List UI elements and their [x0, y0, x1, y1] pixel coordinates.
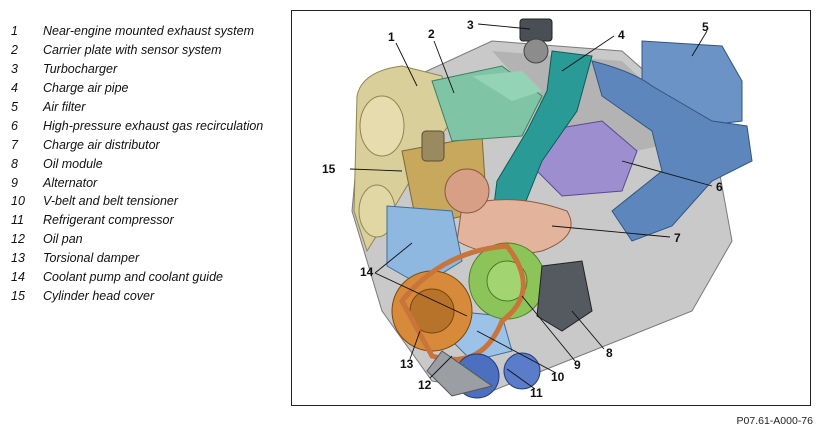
callout-8: 8: [606, 346, 613, 360]
turbocharger-part: [519, 18, 553, 64]
callout-7: 7: [674, 231, 681, 245]
figure-reference: P07.61-A000-76: [736, 415, 813, 427]
leader-lines: [349, 23, 713, 390]
engine-illustration-frame: 1 2 3 4 5 6 7 8 9 10 11 12 13 14 14 15: [291, 10, 811, 406]
engine-illustration: 1 2 3 4 5 6 7 8 9 10 11 12 13 14 14 15: [322, 18, 753, 400]
alternator-part: [468, 242, 546, 320]
callout-13: 13: [400, 357, 414, 371]
air-filter-part: [591, 40, 753, 242]
callout-5: 5: [702, 20, 709, 34]
callout-12: 12: [418, 378, 432, 392]
callout-labels: 1 2 3 4 5 6 7 8 9 10 11 12 13 14 14 15: [322, 18, 723, 400]
torsional-damper-part: [391, 270, 473, 352]
callout-11: 11: [530, 386, 543, 400]
callout-10: 10: [551, 370, 565, 384]
callout-15: 15: [322, 162, 336, 176]
oil-module-part: [536, 260, 593, 332]
callout-3: 3: [467, 18, 474, 32]
callout-2: 2: [428, 27, 435, 41]
callout-9: 9: [574, 358, 581, 372]
callout-1: 1: [388, 30, 395, 44]
charge-air-distributor-part: [444, 168, 572, 255]
carrier-plate-part: [431, 65, 543, 142]
callout-4: 4: [618, 28, 625, 42]
oil-pan-part: [426, 350, 494, 397]
callout-14a: 14: [360, 265, 374, 279]
callout-6: 6: [716, 180, 723, 194]
